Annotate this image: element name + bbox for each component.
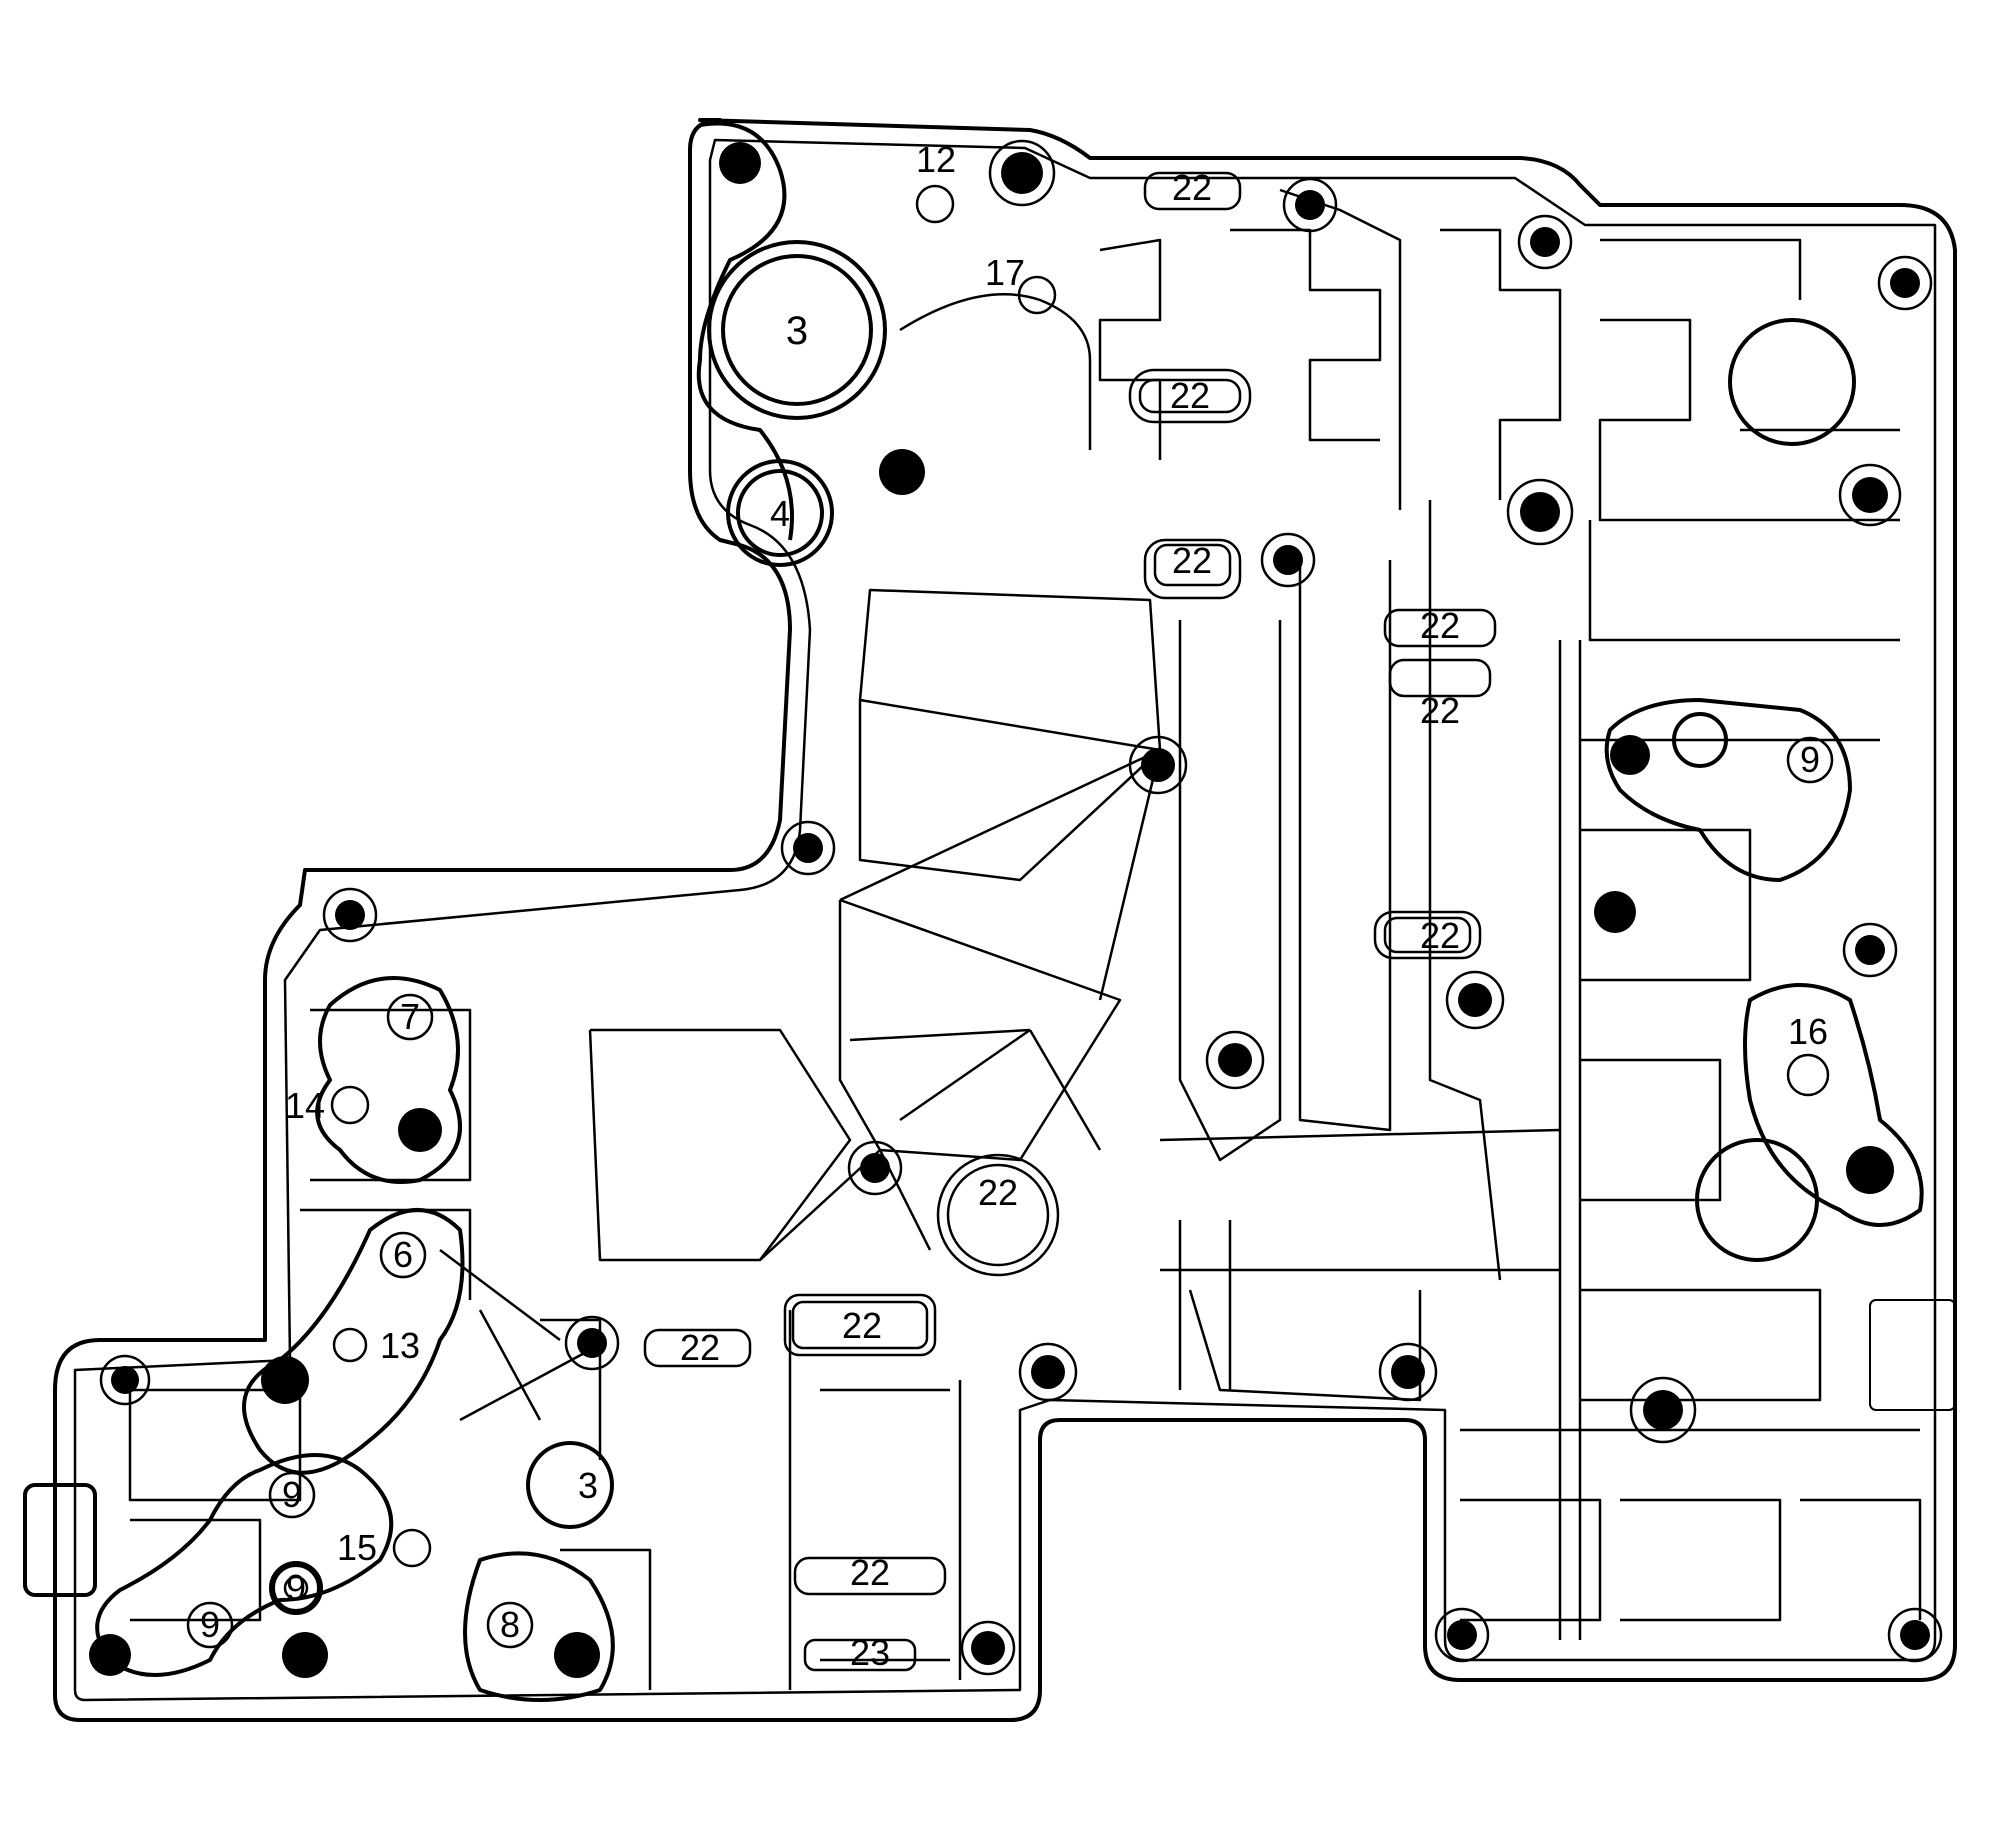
callout-9: 9 bbox=[200, 1604, 220, 1645]
bolt-hole bbox=[1852, 477, 1888, 513]
bolt-hole bbox=[793, 833, 823, 863]
bolt-hole bbox=[1391, 1355, 1425, 1389]
callout-17: 17 bbox=[985, 252, 1025, 293]
bolt-hole bbox=[1447, 1620, 1477, 1650]
open-holes bbox=[283, 184, 1830, 1601]
callout-labels: 3 4 12 17 22 22 22 22 22 22 22 22 22 22 … bbox=[200, 139, 1828, 1673]
label-rings bbox=[186, 736, 1834, 1649]
bolt-hole bbox=[577, 1328, 607, 1358]
callout-22: 22 bbox=[1420, 605, 1460, 646]
bolt-hole bbox=[89, 1634, 131, 1676]
right-bosses bbox=[1604, 318, 1924, 1262]
callout-22: 22 bbox=[850, 1552, 890, 1593]
callout-3: 3 bbox=[578, 1465, 598, 1506]
rib-network bbox=[128, 188, 1922, 1690]
bolt-hole bbox=[1643, 1390, 1683, 1430]
callout-22: 22 bbox=[1170, 375, 1210, 416]
left-tab bbox=[23, 1483, 97, 1597]
bolt-hole bbox=[398, 1108, 442, 1152]
callout-23: 23 bbox=[850, 1632, 890, 1673]
callout-22: 22 bbox=[978, 1172, 1018, 1213]
bolt-hole bbox=[879, 449, 925, 495]
callout-3: 3 bbox=[786, 309, 808, 353]
bolt-hole bbox=[1610, 735, 1650, 775]
bolt-hole bbox=[1031, 1355, 1065, 1389]
callout-14: 14 bbox=[285, 1085, 325, 1126]
callout-13: 13 bbox=[380, 1325, 420, 1366]
callout-4: 4 bbox=[770, 493, 790, 534]
callout-9: 9 bbox=[282, 1474, 302, 1515]
bolt-hole bbox=[111, 1366, 139, 1394]
upper-left-boss-group bbox=[696, 121, 1092, 567]
bolt-hole bbox=[1218, 1043, 1252, 1077]
callout-12: 12 bbox=[916, 139, 956, 180]
callout-22: 22 bbox=[680, 1327, 720, 1368]
casting-outline bbox=[53, 118, 1957, 1722]
callout-7: 7 bbox=[400, 996, 420, 1037]
callout-22: 22 bbox=[1172, 167, 1212, 208]
bolt-hole bbox=[1458, 983, 1492, 1017]
callout-6: 6 bbox=[393, 1234, 413, 1275]
bolt-holes bbox=[89, 142, 1930, 1678]
callout-22: 22 bbox=[1420, 690, 1460, 731]
callout-22: 22 bbox=[842, 1305, 882, 1346]
bolt-hole bbox=[971, 1631, 1005, 1665]
bolt-hole bbox=[1001, 152, 1043, 194]
bolt-hole bbox=[1141, 748, 1175, 782]
right-tab bbox=[1869, 1299, 1956, 1411]
bolt-rings bbox=[99, 139, 1943, 1676]
slot-frames bbox=[643, 171, 1497, 1672]
bolt-hole bbox=[335, 900, 365, 930]
bolt-hole bbox=[1900, 1620, 1930, 1650]
bolt-hole bbox=[282, 1632, 328, 1678]
bolt-hole bbox=[554, 1632, 600, 1678]
bolt-hole bbox=[860, 1153, 890, 1183]
callout-9: 9 bbox=[286, 1567, 306, 1608]
bolt-hole bbox=[1530, 227, 1560, 257]
callout-16: 16 bbox=[1788, 1011, 1828, 1052]
callout-8: 8 bbox=[500, 1604, 520, 1645]
bolt-hole bbox=[1846, 1146, 1894, 1194]
bolt-hole bbox=[1594, 891, 1636, 933]
bolt-hole bbox=[1520, 492, 1560, 532]
callout-9: 9 bbox=[1800, 739, 1820, 780]
bolt-hole bbox=[719, 142, 761, 184]
bolt-hole bbox=[261, 1356, 309, 1404]
bolt-hole bbox=[1273, 545, 1303, 575]
callout-15: 15 bbox=[337, 1527, 377, 1568]
callout-22: 22 bbox=[1172, 540, 1212, 581]
bolt-hole bbox=[1855, 935, 1885, 965]
bolt-hole bbox=[1890, 268, 1920, 298]
bolt-hole bbox=[1295, 190, 1325, 220]
callout-22: 22 bbox=[1420, 915, 1460, 956]
